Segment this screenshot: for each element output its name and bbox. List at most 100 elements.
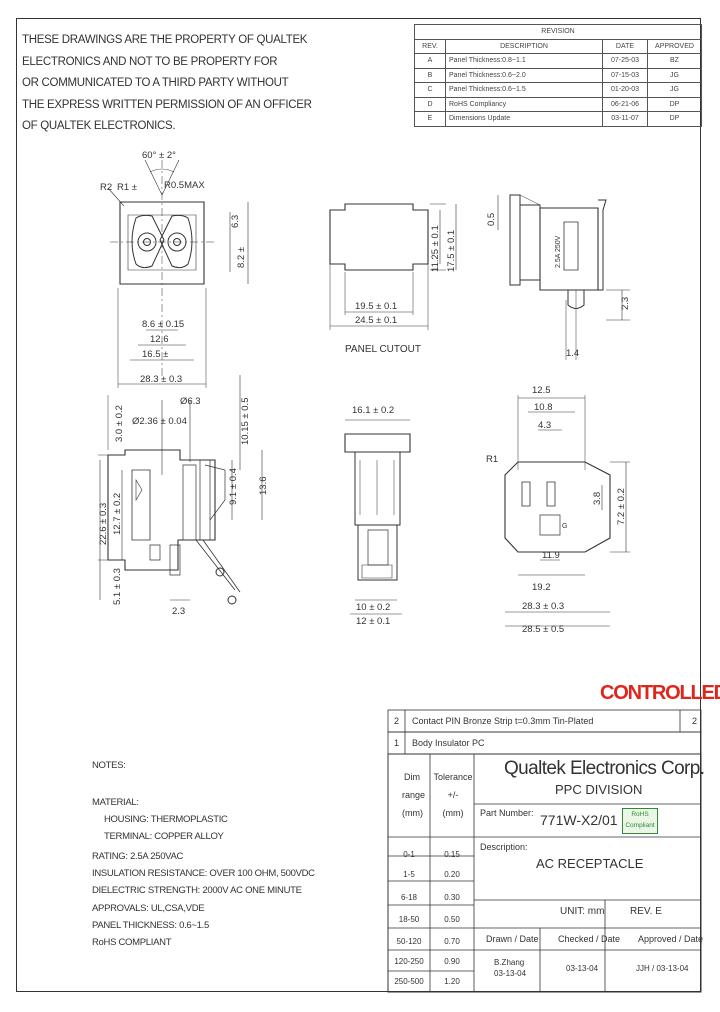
tol-value: 1.20 (444, 977, 460, 986)
division-name: PPC DIVISION (555, 782, 643, 797)
tol-range: 50-120 (396, 937, 422, 946)
bom-number: 2 (394, 716, 400, 726)
dim-label: 17.5 ± 0.1 (446, 230, 457, 272)
tol-value: 0.50 (444, 915, 460, 924)
company-name: Qualtek Electronics Corp. (504, 758, 705, 779)
notice-line: THESE DRAWINGS ARE THE PROPERTY OF QUALT… (22, 34, 308, 46)
checked-date: 03-13-04 (566, 964, 599, 973)
drawing-frame (16, 18, 701, 992)
rohs-line: Compliant (625, 822, 655, 829)
dim-label: 11.25 ± 0.1 (430, 225, 441, 272)
notice-line: ELECTRONICS AND NOT TO BE PROPERTY FOR (22, 55, 278, 68)
tol-value: 0.15 (444, 850, 460, 859)
unit-label: UNIT: mm (560, 906, 605, 917)
rev-cell: E (414, 111, 446, 127)
checked-label: Checked / Date (558, 934, 621, 944)
dim-label: R0.5MAX (164, 180, 205, 191)
drawn-label: Drawn / Date (486, 934, 539, 944)
tolerance-line: (mm) (442, 808, 464, 818)
note-line: DIELECTRIC STRENGTH: 2000V AC ONE MINUTE (92, 885, 302, 896)
dim-label: 1.4 (566, 348, 579, 359)
property-notice: THESE DRAWINGS ARE THE PROPERTY OF QUALT… (22, 30, 312, 138)
rating-label: 2.5A 250V (555, 235, 562, 268)
dim-label: 11.9 (542, 550, 560, 561)
tolerance-line: Tolerance (433, 772, 473, 782)
dim-label: 10.8 (534, 402, 553, 413)
dim-range-line: range (402, 790, 426, 800)
bom-number: 1 (394, 738, 400, 748)
bom-description: Body Insulator PC (412, 738, 485, 748)
notice-line: THE EXPRESS WRITTEN PERMISSION OF AN OFF… (22, 98, 312, 111)
dim-label: 16.5 ± (142, 349, 168, 360)
tol-range: 250-500 (394, 977, 424, 986)
tol-range: 18-50 (398, 915, 420, 924)
dim-label: R1 ± (117, 182, 137, 193)
part-number-label: Part Number: (480, 808, 534, 818)
dim-label: 3.8 (592, 492, 603, 505)
dim-label: 28.5 ± 0.5 (522, 624, 564, 635)
tolerance-line: +/- (447, 790, 459, 800)
notes-title: NOTES: (92, 760, 126, 771)
dim-label: 24.5 ± 0.1 (355, 315, 397, 326)
tol-range: 120-250 (394, 957, 424, 966)
dim-label: 28.3 ± 0.3 (140, 374, 182, 385)
description-label: Description: (480, 842, 528, 852)
title-block-grid (387, 709, 702, 993)
dim-label: 8.2 ± (236, 247, 247, 268)
dim-label: 12.6 (150, 334, 169, 345)
drawn-by: B.Zhang (494, 958, 525, 967)
dim-label: 5.1 ± 0.3 (112, 568, 123, 605)
rohs-line: RoHS (631, 811, 649, 818)
dim-label: 0.5 (486, 213, 497, 226)
part-number: 771W-X2/01 (540, 812, 618, 828)
dim-label: 9.1 ± 0.4 (228, 468, 239, 505)
dim-label: 10.15 ± 0.5 (240, 398, 251, 445)
rear-view (504, 395, 630, 627)
dim-label: 22.6 ± 0.3 (98, 503, 109, 545)
panel-cutout-label: PANEL CUTOUT (345, 344, 421, 355)
note-line: RATING: 2.5A 250VAC (92, 851, 184, 862)
dim-label: G (562, 523, 567, 530)
dim-label: 8.6 ± 0.15 (142, 319, 184, 330)
dim-label: Ø6.3 (180, 396, 201, 407)
dim-label: 60° ± 2° (142, 150, 176, 161)
approved-label: Approved / Date (638, 934, 704, 944)
dim-label: 12 ± 0.1 (356, 616, 390, 627)
tol-value: 0.20 (444, 870, 460, 879)
bom-quantity: 2 (692, 716, 698, 726)
tolerance-header: Tolerance +/- (mm) (433, 772, 473, 818)
note-line: RoHS COMPLIANT (92, 937, 172, 948)
dim-label: 19.5 ± 0.1 (355, 301, 397, 312)
dim-label: 2.3 (172, 606, 185, 617)
dim-label: 19.2 (532, 582, 551, 593)
dim-label: 12.7 ± 0.2 (112, 493, 123, 535)
panel-cutout-view (329, 203, 457, 330)
dim-label: 7.2 ± 0.2 (616, 488, 627, 525)
notice-line: OF QUALTEK ELECTRONICS. (22, 120, 176, 132)
dim-range-header: Dim range (mm) (402, 772, 426, 818)
notice-line: OR COMMUNICATED TO A THIRD PARTY WITHOUT (22, 77, 289, 89)
dim-label: 12.5 (532, 385, 551, 396)
rev-label: REV. E (630, 906, 662, 917)
dim-range-line: Dim (404, 772, 420, 782)
rev-cell: 03-11-07 (602, 111, 648, 127)
dim-label: 28.3 ± 0.3 (522, 601, 564, 612)
technical-drawing: 60° ± 2° R2 R1 ± R0.5MAX 8.6 ± 0.15 12.6… (98, 150, 631, 635)
bom-description: Contact PIN Bronze Strip t=0.3mm Tin-Pla… (412, 716, 594, 726)
tol-range: 6-18 (400, 893, 417, 902)
approved-by-date: JJH / 03-13-04 (636, 964, 689, 973)
dim-label: 13.6 (258, 477, 269, 496)
section-view (98, 375, 263, 605)
note-line: HOUSING: THERMOPLASTIC (104, 814, 228, 825)
tol-value: 0.70 (444, 937, 460, 946)
note-line: INSULATION RESISTANCE: OVER 100 OHM, 500… (92, 868, 315, 879)
dim-label: 6.3 (230, 215, 241, 228)
tol-range: 0-1 (403, 850, 415, 859)
dim-label: 2.3 (620, 297, 631, 310)
revision-table: REVISION REV. DESCRIPTION DATE APPROVED … (414, 24, 702, 127)
tol-range: 1-5 (403, 870, 415, 879)
dim-label: 10 ± 0.2 (356, 602, 390, 613)
